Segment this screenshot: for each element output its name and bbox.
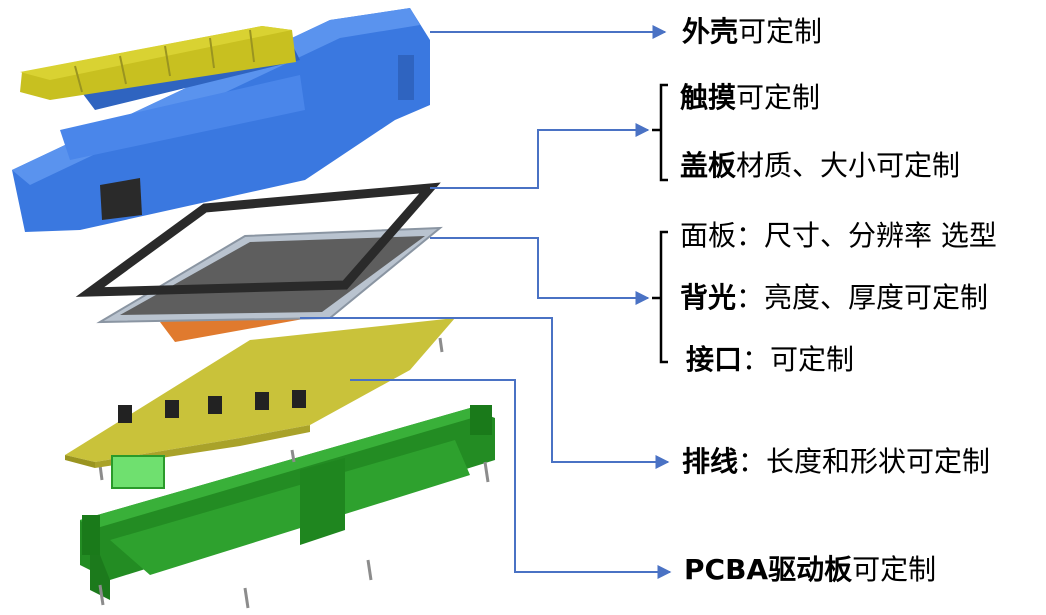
label-cable: 排线：长度和形状可定制 [682,448,990,476]
leader-panel-group [430,238,648,298]
label-interface: 接口：可定制 [686,346,854,374]
bracket-panel-group [652,232,668,362]
bracket-touch-cover [652,85,668,180]
label-cover: 盖板材质、大小可定制 [680,152,960,180]
leader-touch-cover [430,130,648,188]
label-shell: 外壳可定制 [682,18,822,46]
label-pcba: PCBA驱动板可定制 [684,556,936,584]
label-touch: 触摸可定制 [680,84,820,112]
brackets [652,85,668,362]
label-backlight: 背光：亮度、厚度可定制 [680,284,988,312]
label-panel: 面板：尺寸、分辨率 选型 [680,222,997,250]
